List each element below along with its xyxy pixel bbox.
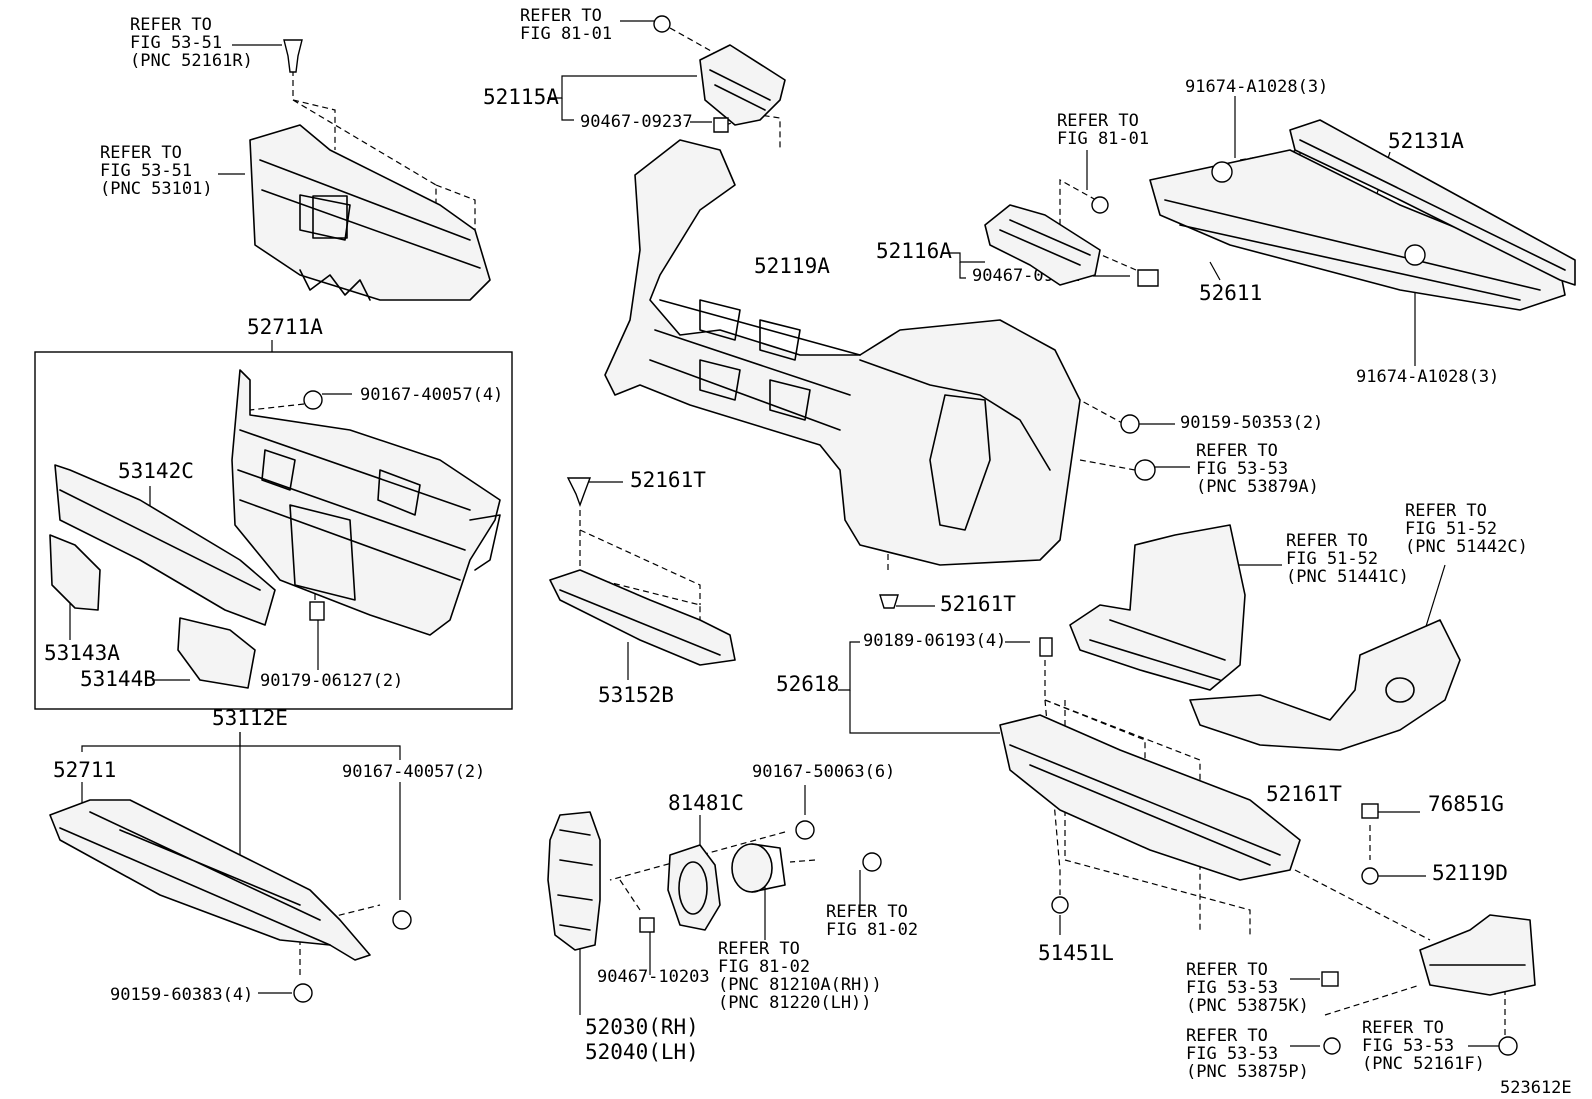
part-52040-lh: 52040(LH)	[585, 1040, 699, 1064]
part-91674-a1028-top: 91674-A1028(3)	[1185, 77, 1328, 97]
part-52161t-upper: 52161T	[630, 468, 706, 492]
part-52115a: 52115A	[483, 85, 559, 109]
clip-53879a-icon	[1134, 459, 1156, 481]
bolt-52161f-icon	[1498, 1036, 1518, 1056]
part-91674-a1028-bottom: 91674-A1028(3)	[1356, 367, 1499, 387]
upper-grille-drawing	[249, 124, 491, 301]
part-90167-50063: 90167-50063(6)	[752, 762, 895, 782]
clip-53875k-icon	[1321, 971, 1339, 987]
part-52119d: 52119D	[1432, 861, 1508, 885]
clip-90467-10203-icon	[639, 917, 655, 933]
part-52611: 52611	[1199, 281, 1262, 305]
bolt-81-02-icon	[862, 852, 882, 872]
clip-76851g-icon	[1361, 803, 1379, 819]
bolt-90167-40057-4-icon	[303, 390, 323, 410]
clip-90179-06127-icon	[309, 601, 325, 621]
bolt-90167-50063-icon	[795, 820, 815, 840]
bolt-91674-bottom-icon	[1404, 244, 1426, 266]
clip-52161r-icon	[283, 39, 303, 73]
part-90167-40057-4: 90167-40057(4)	[360, 385, 503, 405]
nut-81-01-right-icon	[1091, 196, 1109, 214]
moldings-drawing	[49, 464, 276, 689]
clip-52161t-upper-icon	[566, 477, 592, 508]
part-76851g: 76851G	[1428, 792, 1504, 816]
part-52030-rh: 52030(RH)	[585, 1015, 699, 1039]
part-53143a: 53143A	[44, 641, 120, 665]
nut-90159-50353-icon	[1120, 414, 1140, 434]
bolt-52119d-icon	[1361, 867, 1379, 885]
bumper-cover-52119a-drawing	[604, 139, 1081, 566]
part-52711: 52711	[53, 758, 116, 782]
clip-52161t-mid-icon	[879, 594, 899, 609]
part-90167-40057-2: 90167-40057(2)	[342, 762, 485, 782]
leader-lines	[69, 20, 1500, 1047]
part-52161t-right: 52161T	[1266, 782, 1342, 806]
bracket-52116a-drawing	[984, 204, 1101, 286]
lower-absorber-52618-drawing	[999, 714, 1301, 881]
grille-52711a-drawing	[231, 369, 501, 636]
part-52119a: 52119A	[754, 254, 830, 278]
part-52161t-mid: 52161T	[940, 592, 1016, 616]
fasteners	[283, 15, 1518, 1056]
part-52131a: 52131A	[1388, 129, 1464, 153]
part-53142c: 53142C	[118, 459, 194, 483]
part-90467-09237-upper: 90467-09237	[580, 112, 693, 132]
bolt-81-01-upper-icon	[653, 15, 671, 33]
bolt-91674-top-icon	[1211, 161, 1233, 183]
lower-grille-drawing	[49, 799, 371, 961]
undercovers-drawing	[1069, 524, 1461, 751]
side-trim-drawing	[547, 811, 601, 951]
clip-90189-06193-icon	[1039, 637, 1053, 657]
part-90159-60383: 90159-60383(4)	[110, 985, 253, 1005]
part-53152b: 53152B	[598, 683, 674, 707]
cover-53152b-drawing	[549, 569, 736, 666]
part-90179-06127: 90179-06127(2)	[260, 671, 403, 691]
diagram-id: 523612E	[1500, 1078, 1572, 1098]
part-52618: 52618	[776, 672, 839, 696]
part-52711a: 52711A	[247, 315, 323, 339]
part-52116a: 52116A	[876, 239, 952, 263]
bolt-90159-60383-icon	[293, 983, 313, 1003]
part-81481c: 81481C	[668, 791, 744, 815]
assembly-box-52711a	[34, 351, 513, 710]
part-90159-50353: 90159-50353(2)	[1180, 413, 1323, 433]
part-90467-10203: 90467-10203	[597, 967, 710, 987]
bracket-lower-right-drawing	[1419, 914, 1536, 996]
bolt-90467-09237-upper-icon	[713, 117, 729, 133]
bolt-90167-40057-2-icon	[392, 910, 412, 930]
fog-light-drawing	[667, 843, 786, 931]
reinforcement-drawing	[1149, 119, 1576, 311]
bolt-51451l-icon	[1051, 896, 1069, 914]
part-53144b: 53144B	[80, 667, 156, 691]
bracket-52115a-drawing	[699, 44, 786, 126]
bolt-90467-09237-right-icon	[1137, 269, 1159, 287]
part-90189-06193: 90189-06193(4)	[863, 631, 1006, 651]
part-53112e: 53112E	[212, 706, 288, 730]
bolt-53875p-icon	[1323, 1037, 1341, 1055]
part-51451l: 51451L	[1038, 941, 1114, 965]
